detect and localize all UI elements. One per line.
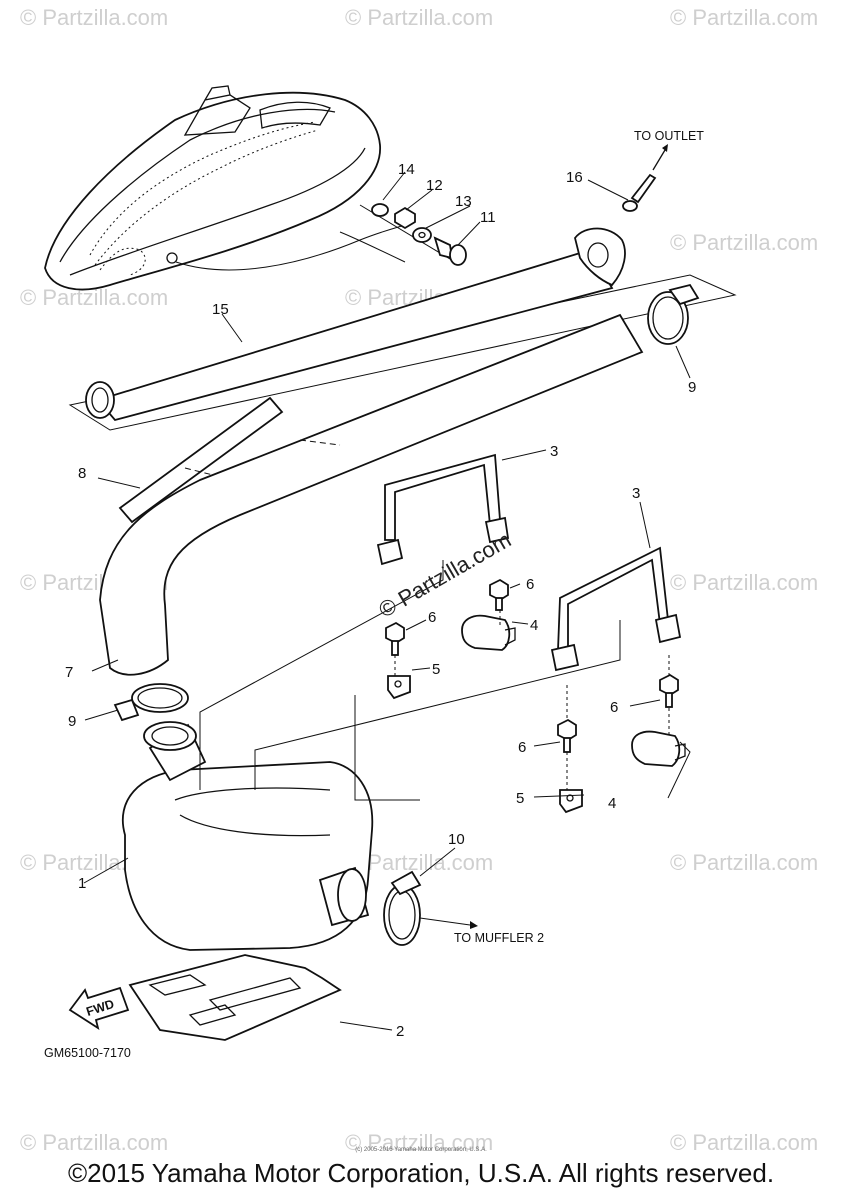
outlet-nipple-16 — [622, 144, 668, 212]
washer-13-shape — [412, 227, 432, 243]
copyright-text: ©2015 Yamaha Motor Corporation, U.S.A. A… — [67, 1158, 775, 1188]
label-part-4-lower: 4 — [608, 795, 616, 812]
plate-2 — [128, 954, 342, 1041]
watermark-mr2: © Partzilla.com — [670, 570, 818, 595]
bracket-3-upper — [376, 453, 510, 566]
watermark-tc: © Partzilla.com — [345, 5, 493, 30]
assembly-lines — [199, 231, 670, 801]
drawing-code: GM65100-7170 — [44, 1046, 131, 1060]
label-part-9-upper: 9 — [688, 379, 696, 396]
hose-clamp-14-shape — [371, 203, 389, 217]
part-labels: 1 2 3 3 4 4 5 5 6 6 6 6 7 8 9 9 10 11 12… — [65, 161, 696, 1040]
label-part-9-lower: 9 — [68, 713, 76, 730]
watermark-bc: © Partzilla.com — [345, 1130, 493, 1155]
label-part-6-b: 6 — [428, 609, 436, 626]
clamp-10 — [383, 870, 478, 946]
note-to-muffler: TO MUFFLER 2 — [454, 931, 544, 945]
nut-12-shape — [394, 206, 416, 230]
watermark-bl: © Partzilla.com — [20, 1130, 168, 1155]
note-to-outlet: TO OUTLET — [634, 129, 704, 143]
label-part-4-upper: 4 — [530, 617, 538, 634]
label-part-10: 10 — [448, 831, 465, 848]
diagram-notes: TO OUTLET TO MUFFLER 2 GM65100-7170 — [44, 129, 704, 1060]
label-part-5-lower: 5 — [516, 790, 524, 807]
bolt-6-d — [557, 718, 577, 753]
label-part-3-lower: 3 — [632, 485, 640, 502]
bolt-6-b — [385, 621, 405, 656]
leader-lines — [83, 171, 691, 1031]
clamp-9-lower — [113, 683, 189, 722]
label-part-6-a: 6 — [526, 576, 534, 593]
tiny-copyright: (c) 2005-2016 Yamaha Motor Corporation, … — [355, 1147, 487, 1153]
label-part-7: 7 — [65, 664, 73, 681]
bracket-3-lower — [550, 546, 682, 672]
label-part-6-d: 6 — [518, 739, 526, 756]
label-part-3-upper: 3 — [550, 443, 558, 460]
label-part-15: 15 — [212, 301, 229, 318]
label-part-11: 11 — [480, 209, 496, 226]
label-part-16: 16 — [566, 169, 583, 186]
hose-7 — [99, 313, 644, 676]
pad-4-upper — [461, 614, 516, 651]
label-part-1: 1 — [78, 875, 86, 892]
label-part-6-c: 6 — [610, 699, 618, 716]
clamp-9-upper — [647, 283, 700, 345]
watermark-br: © Partzilla.com — [670, 1130, 818, 1155]
label-part-8: 8 — [78, 465, 86, 482]
label-part-5-upper: 5 — [432, 661, 440, 678]
watermark-mr3: © Partzilla.com — [670, 850, 818, 875]
pad-4-lower — [631, 730, 686, 767]
pipe-15 — [68, 227, 737, 431]
watercraft-illustration — [44, 85, 406, 291]
bolt-6-c — [659, 673, 679, 708]
bracket-5-upper — [387, 675, 411, 700]
label-part-2: 2 — [396, 1023, 404, 1040]
label-part-12: 12 — [426, 177, 443, 194]
fwd-arrow: FWD — [68, 986, 130, 1030]
watermark-mr1: © Partzilla.com — [670, 230, 818, 255]
label-part-14: 14 — [398, 161, 415, 178]
label-part-13: 13 — [455, 193, 472, 210]
hardware-group-11-14 — [359, 203, 467, 266]
watermark-tr: © Partzilla.com — [670, 5, 818, 30]
bracket-5-lower — [559, 789, 583, 814]
bolt-6-a — [489, 578, 509, 611]
muffler-1 — [121, 721, 374, 951]
watermark-tl: © Partzilla.com — [20, 5, 168, 30]
